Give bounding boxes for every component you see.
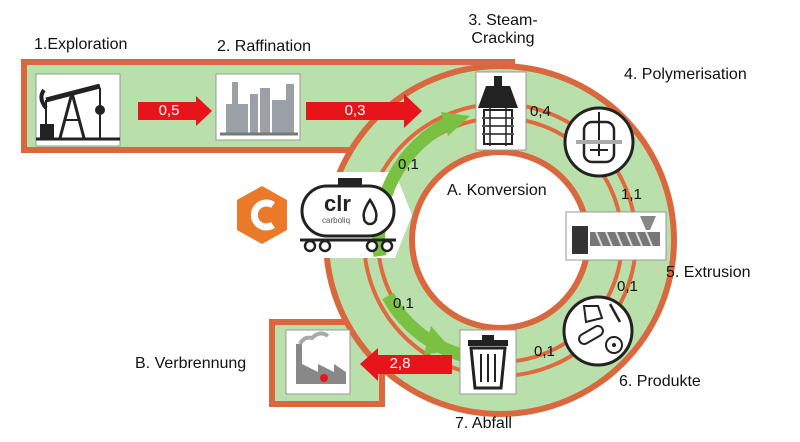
step-steam-cracking-label: 3. Steam- Cracking	[448, 12, 558, 49]
oil-pump-icon	[35, 73, 121, 147]
arrow-raffination-cracking	[306, 94, 422, 128]
return-arrow-upper-head	[441, 112, 470, 136]
incinerator-icon	[285, 329, 351, 395]
step-abfall-label: 7. Abfall	[455, 415, 512, 432]
reactor-icon	[563, 106, 635, 178]
flow-value-cracking-polymerisation: 0,4	[530, 103, 551, 120]
ring-inner-border	[409, 149, 591, 331]
step-exploration-label: 1.Exploration	[34, 36, 128, 53]
extruder-icon	[565, 211, 667, 261]
step-raffination-label: 2. Raffination	[217, 38, 311, 55]
flow-value-exploration-raffination: 0,5	[158, 102, 180, 119]
step-steam-cracking-line2: Cracking	[471, 30, 535, 48]
flow-value-raffination-cracking: 0,3	[344, 102, 366, 119]
refinery-icon	[215, 73, 301, 141]
return-arrow-lower	[382, 292, 472, 364]
step-polymerisation-label: 4. Polymerisation	[624, 66, 747, 83]
steam-cracker-icon	[475, 71, 527, 151]
return-arrow-lower-head	[424, 326, 452, 355]
step-extrusion-label: 5. Extrusion	[666, 264, 751, 281]
konversion-label: A. Konversion	[447, 182, 547, 199]
flow-value-abfall-return: 0,1	[393, 295, 414, 312]
products-icon	[562, 295, 634, 367]
step-produkte-label: 6. Produkte	[619, 373, 701, 390]
flow-value-produkte-abfall: 0,1	[534, 343, 555, 360]
trash-bin-icon	[459, 329, 517, 395]
carboliq-logo-icon	[237, 186, 287, 244]
flow-value-polymerisation-extrusion: 1,1	[621, 186, 642, 203]
logo-subtext: carboliq	[322, 216, 351, 225]
flow-value-konversion-return: 0,1	[398, 156, 419, 173]
tank-truck-icon	[300, 178, 396, 253]
step-steam-cracking-line1: 3. Steam-	[468, 12, 538, 29]
arrow-exploration-raffination	[138, 96, 212, 126]
flow-value-abfall-verbrennung: 2,8	[389, 355, 411, 372]
verbrennung-label: B. Verbrennung	[135, 355, 247, 372]
flow-value-extrusion-produkte: 0,1	[617, 278, 638, 295]
logo-text: clr	[324, 191, 351, 216]
arrow-abfall-verbrennung	[360, 348, 452, 381]
